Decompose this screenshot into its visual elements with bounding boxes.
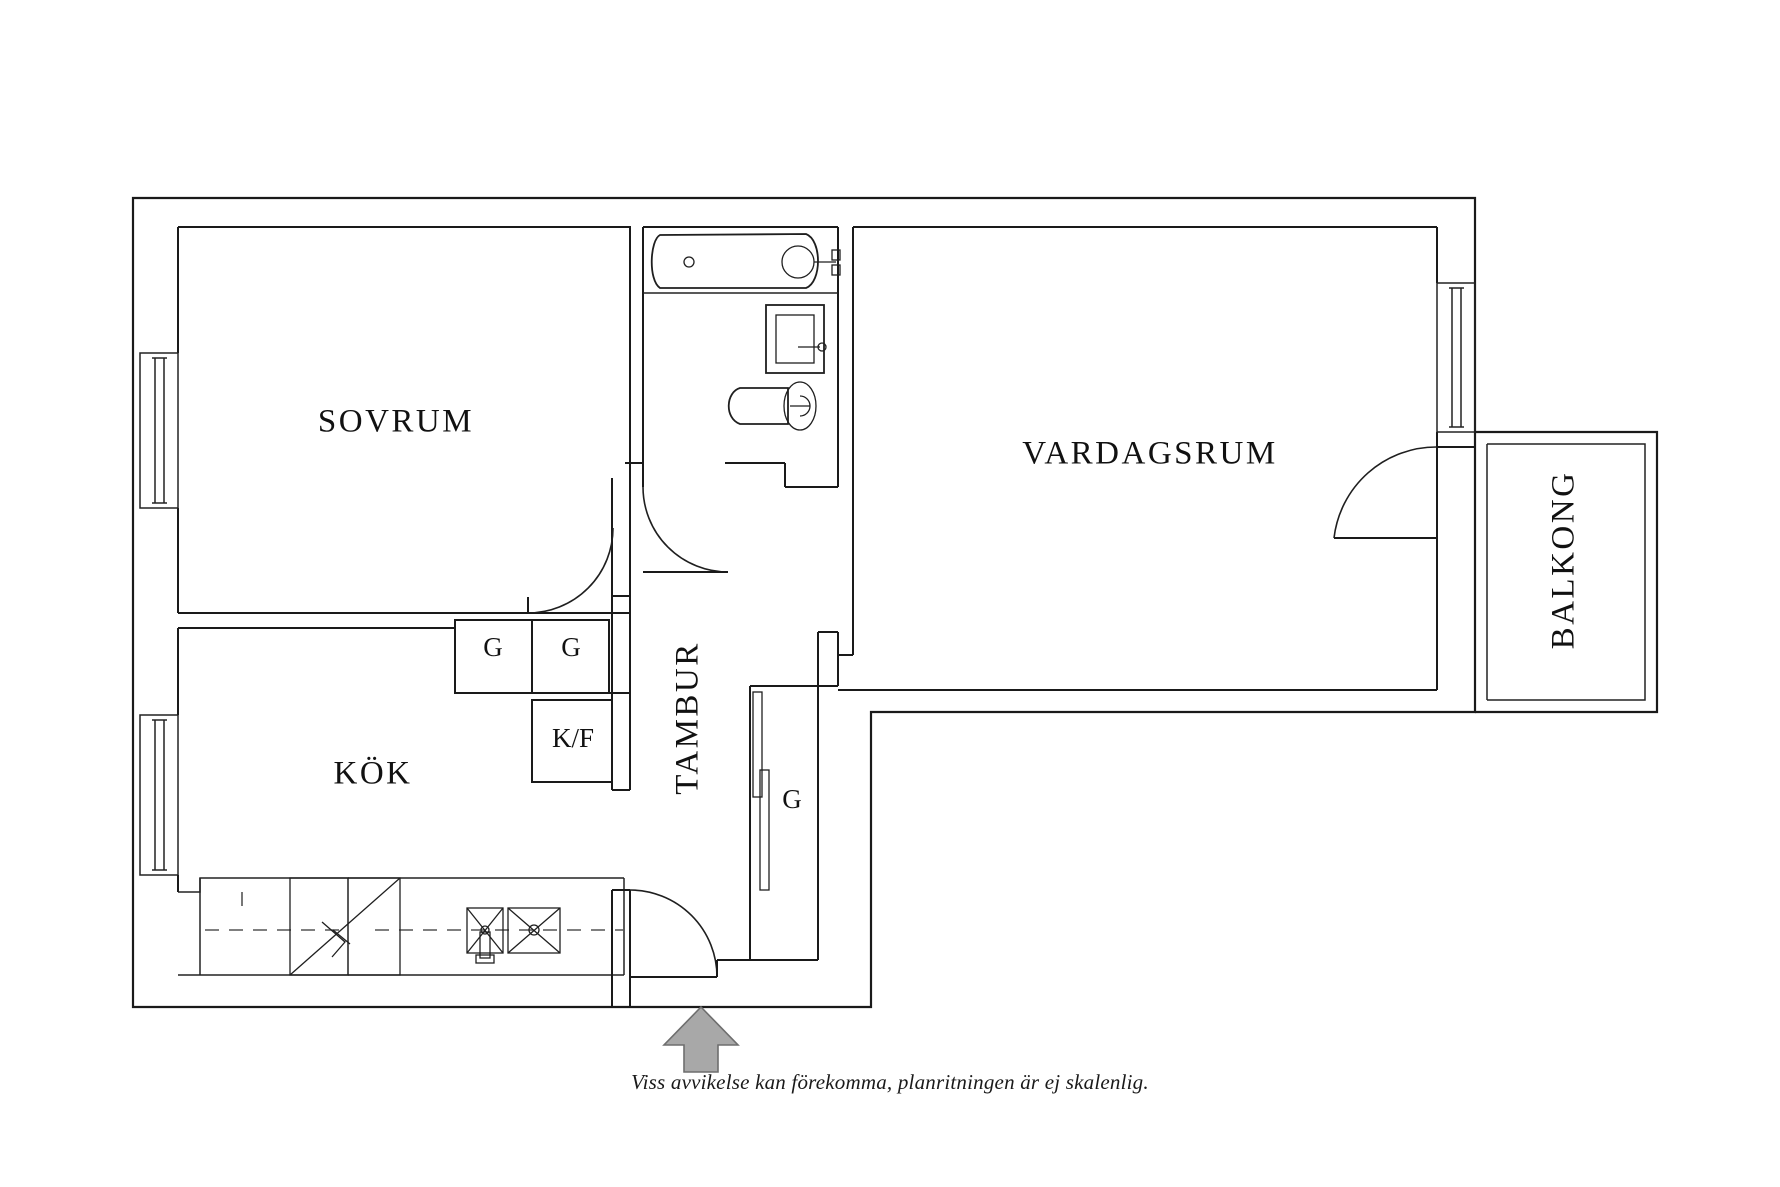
wall-hall-post xyxy=(817,632,853,691)
door-sovrum[interactable] xyxy=(527,527,614,614)
closet-label-garderob-3: G xyxy=(782,784,802,814)
kitchen-counter xyxy=(178,877,625,976)
wall-hall-left xyxy=(611,613,631,791)
plan-disclaimer-caption: Viss avvikelse kan förekomma, planritnin… xyxy=(631,1070,1149,1094)
door-entrance[interactable] xyxy=(629,889,750,978)
outer-wall-group xyxy=(131,196,1477,1009)
kitchen-sink xyxy=(466,907,561,964)
entrance-direction-arrow xyxy=(662,1005,740,1073)
room-bathroom-walls xyxy=(642,226,839,488)
room-tambur-walls xyxy=(611,889,631,1007)
door-bathroom[interactable] xyxy=(625,462,729,573)
toilet xyxy=(727,381,817,431)
bathtub xyxy=(650,233,841,289)
window-vardagsrum xyxy=(1436,282,1476,433)
room-label-tambur: TAMBUR xyxy=(670,641,706,795)
garderob-2 xyxy=(531,619,610,694)
room-label-sovrum: SOVRUM xyxy=(318,404,474,440)
room-label-kok: KÖK xyxy=(334,756,413,792)
room-vardagsrum-walls xyxy=(818,226,1438,691)
closet-label-garderob-1: G xyxy=(483,632,503,662)
washbasin xyxy=(765,304,827,374)
room-label-balkong: BALKONG xyxy=(1546,471,1582,650)
closet-label-kyl-frys: K/F xyxy=(552,723,594,753)
room-balkong-walls xyxy=(1475,430,1659,714)
garderob-3 xyxy=(749,685,819,961)
window-sovrum xyxy=(139,352,179,509)
door-balcony[interactable] xyxy=(1333,446,1475,539)
closet-label-garderob-2: G xyxy=(561,632,581,662)
kitchen-stove xyxy=(289,877,401,976)
window-kok xyxy=(139,714,179,876)
room-label-vardagsrum: VARDAGSRUM xyxy=(1022,436,1277,472)
